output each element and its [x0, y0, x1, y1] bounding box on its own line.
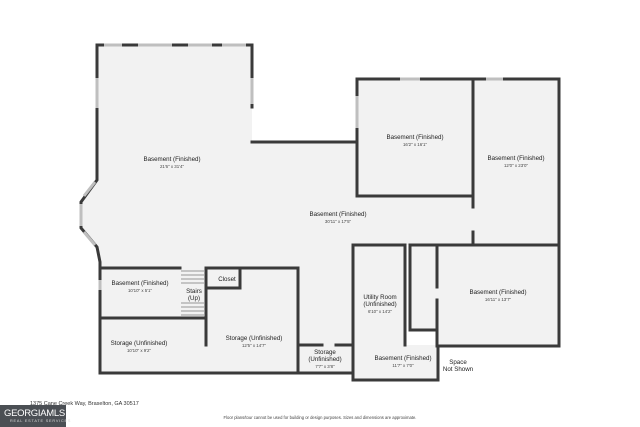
room-label-basement-right-tall: Basement (Finished) 12'0" x 23'0"	[487, 155, 544, 168]
room-fills	[81, 45, 559, 380]
room-name: Storage (Unfinished)	[226, 335, 283, 342]
room-dims: 12'5" x 14'7"	[242, 343, 267, 348]
utility-label-dims: 6'10" x 14'2"	[368, 309, 393, 314]
room-name: Basement (Finished)	[374, 355, 431, 362]
logo-main-text: GEORGIAMLS	[4, 408, 65, 419]
room-label-basement-center: Basement (Finished) 30'11" x 17'5"	[309, 211, 366, 224]
room-name: Basement (Finished)	[111, 280, 168, 287]
room-dims: 30'11" x 17'5"	[325, 219, 352, 224]
room-label-basement-top-middle: Basement (Finished) 16'2" x 16'1"	[386, 134, 443, 147]
room-label-storage-middle: Storage (Unfinished) 12'5" x 14'7"	[226, 335, 283, 348]
storage-small-label: Storage (Unfinished) 7'7" x 3'8"	[308, 349, 341, 369]
room-label-basement-large: Basement (Finished) 21'6" x 31'4"	[143, 156, 200, 169]
utility-label-line2: (Unfinished)	[363, 301, 396, 308]
room-label-basement-bottom-right: Basement (Finished) 16'11" x 13'7"	[469, 289, 526, 302]
storage-small-dims: 7'7" x 3'8"	[315, 364, 335, 369]
room-dims: 16'11" x 13'7"	[485, 297, 512, 302]
closet-label: Closet	[218, 276, 236, 283]
stairs-icon	[181, 270, 204, 316]
space-label-line2: Not Shown	[443, 366, 474, 373]
utility-room-label: Utility Room (Unfinished) 6'10" x 14'2"	[363, 294, 396, 314]
utility-label-line1: Utility Room	[363, 294, 396, 301]
room-dims: 10'10" x 9'2"	[127, 348, 152, 353]
space-label-line1: Space	[449, 359, 467, 366]
windows	[79, 43, 503, 290]
room-dims: 21'6" x 31'4"	[160, 164, 185, 169]
room-label-storage-left: Storage (Unfinished) 10'10" x 9'2"	[111, 340, 168, 353]
room-name: Storage (Unfinished)	[111, 340, 168, 347]
room-name: Basement (Finished)	[309, 211, 366, 218]
room-dims: 12'0" x 23'0"	[504, 163, 529, 168]
room-dims: 10'10" x 5'1"	[128, 288, 153, 293]
room-name: Basement (Finished)	[386, 134, 443, 141]
stairs-label-line1: Stairs	[186, 288, 202, 295]
space-not-shown-label: Space Not Shown	[443, 359, 474, 373]
property-address: 1375 Cane Creek Way, Braselton, GA 30517	[30, 401, 139, 407]
room-label-basement-small-left: Basement (Finished) 10'10" x 5'1"	[111, 280, 168, 293]
logo-sub-text: REAL ESTATE SERVICES	[10, 419, 72, 423]
storage-small-line2: (Unfinished)	[308, 356, 341, 363]
disclaimer-text: Floor plans/tour cannot be used for buil…	[223, 415, 417, 420]
stairs-label-line2: (Up)	[188, 295, 200, 302]
georgia-mls-logo: GEORGIAMLS REAL ESTATE SERVICES	[0, 405, 70, 427]
room-name: Basement (Finished)	[469, 289, 526, 296]
storage-small-line1: Storage	[314, 349, 336, 356]
room-name: Basement (Finished)	[143, 156, 200, 163]
stairs-label: Stairs (Up)	[186, 288, 202, 302]
room-label-basement-bottom-small: Basement (Finished) 11'7" x 7'0"	[374, 355, 431, 368]
room-dims: 16'2" x 16'1"	[403, 142, 428, 147]
room-name: Basement (Finished)	[487, 155, 544, 162]
room-dims: 11'7" x 7'0"	[392, 363, 414, 368]
